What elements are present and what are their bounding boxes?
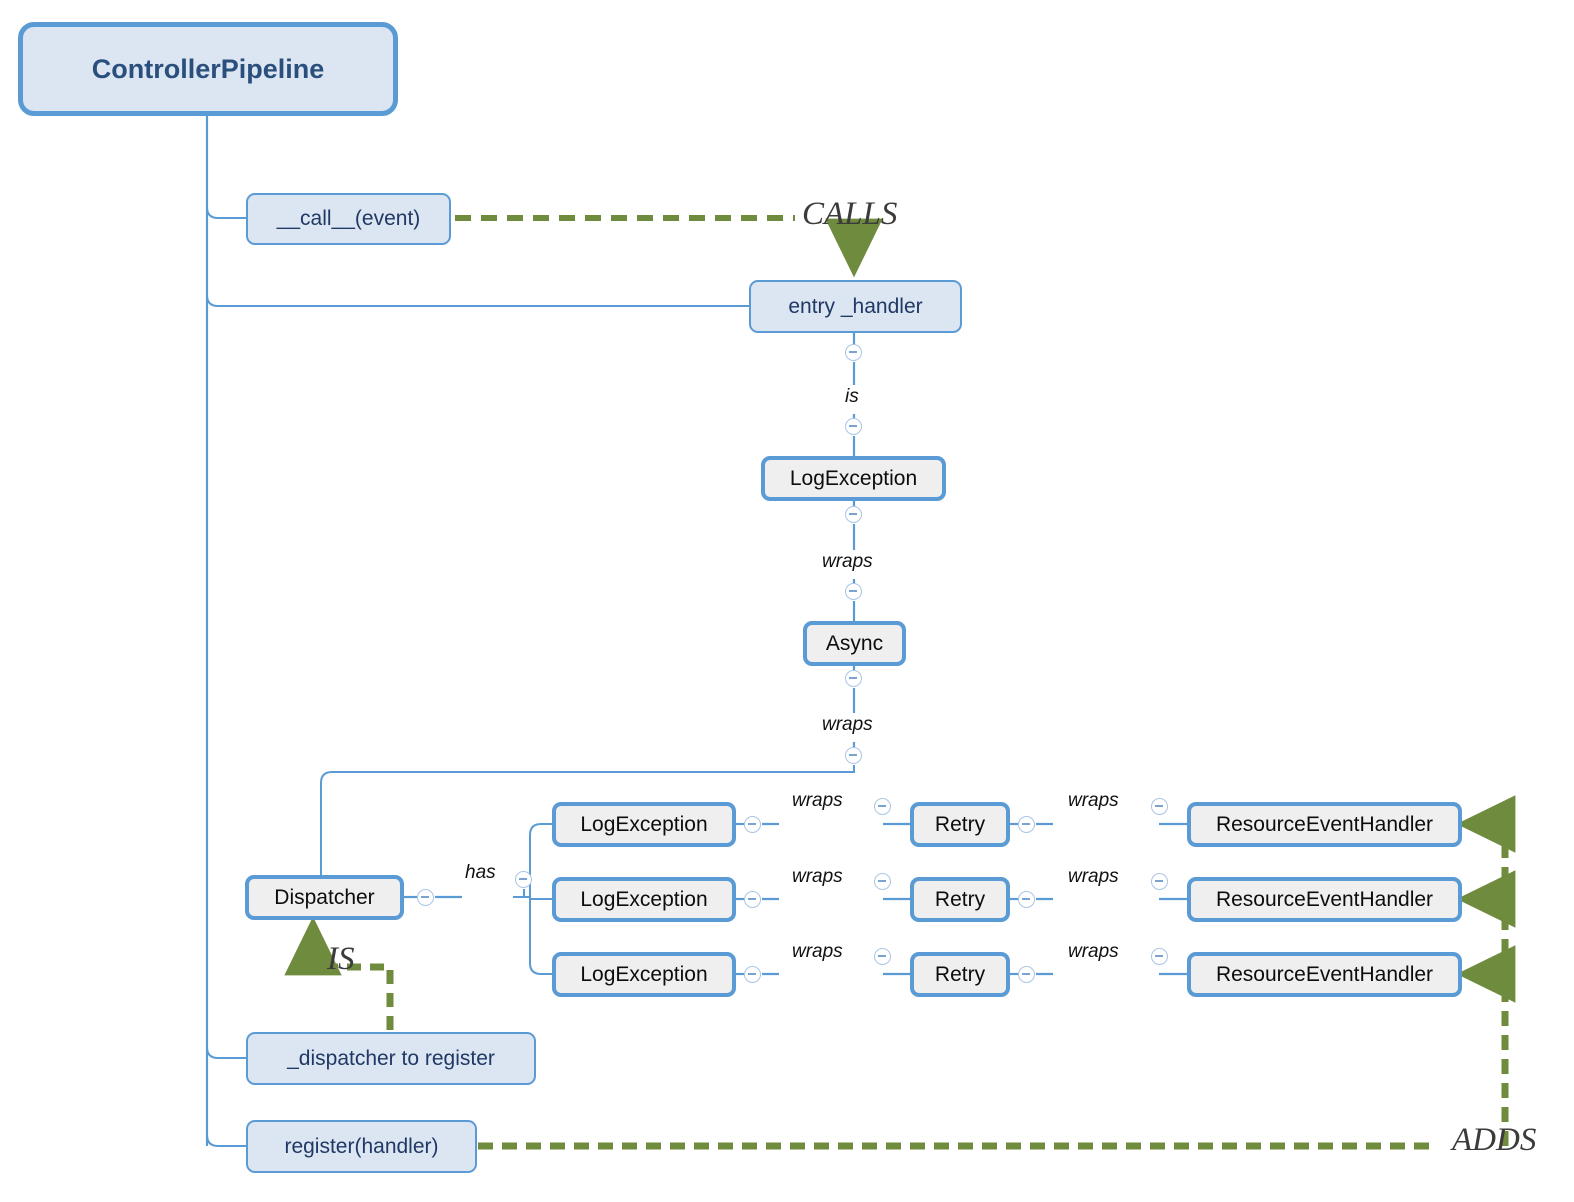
- node-log-exception-row-3[interactable]: LogException: [552, 952, 736, 997]
- minus-circle-icon[interactable]: [845, 670, 862, 687]
- relation-label-adds: ADDS: [1452, 1122, 1536, 1159]
- node-retry-row-2[interactable]: Retry: [910, 877, 1010, 922]
- node-label: Async: [825, 631, 884, 655]
- minus-circle-icon[interactable]: [1018, 816, 1035, 833]
- node-entry-handler[interactable]: entry _handler: [749, 280, 962, 333]
- relation-text: IS: [327, 941, 355, 977]
- relation-label-calls: CALLS: [802, 196, 897, 233]
- node-label: entry _handler: [788, 294, 923, 318]
- minus-circle-icon[interactable]: [515, 871, 532, 888]
- relation-text: CALLS: [802, 196, 898, 232]
- minus-circle-icon[interactable]: [874, 948, 891, 965]
- relation-text: wraps: [792, 941, 843, 962]
- relation-text: wraps: [822, 714, 873, 735]
- node-label: LogException: [580, 812, 708, 836]
- relation-text: is: [845, 386, 859, 407]
- node-label: ControllerPipeline: [91, 53, 325, 84]
- relation-label-is-dispatcher: IS: [327, 941, 355, 978]
- relation-label-wraps-row-2-b: wraps: [1068, 866, 1119, 888]
- relation-text: wraps: [792, 790, 843, 811]
- relation-text: wraps: [792, 866, 843, 887]
- minus-circle-icon[interactable]: [845, 344, 862, 361]
- node-resource-event-handler-row-1[interactable]: ResourceEventHandler: [1187, 802, 1462, 847]
- relation-label-wraps-row-2-a: wraps: [792, 866, 843, 888]
- minus-circle-icon[interactable]: [744, 966, 761, 983]
- node-async[interactable]: Async: [803, 621, 906, 666]
- node-retry-row-3[interactable]: Retry: [910, 952, 1010, 997]
- node-log-exception-row-1[interactable]: LogException: [552, 802, 736, 847]
- node-label: Retry: [934, 812, 986, 836]
- minus-circle-icon[interactable]: [1151, 948, 1168, 965]
- relation-label-wraps-row-1-b: wraps: [1068, 790, 1119, 812]
- node-label: ResourceEventHandler: [1215, 812, 1434, 836]
- minus-circle-icon[interactable]: [1018, 966, 1035, 983]
- relation-label-is-entry: is: [845, 386, 859, 408]
- node-dispatcher[interactable]: Dispatcher: [245, 875, 404, 920]
- minus-circle-icon[interactable]: [417, 889, 434, 906]
- node-label: __call__(event): [276, 207, 421, 230]
- node-label: LogException: [580, 887, 708, 911]
- minus-circle-icon[interactable]: [744, 816, 761, 833]
- node-label: ResourceEventHandler: [1215, 887, 1434, 911]
- node-call-event[interactable]: __call__(event): [246, 193, 451, 245]
- node-label: _dispatcher to register: [287, 1046, 495, 1070]
- node-resource-event-handler-row-2[interactable]: ResourceEventHandler: [1187, 877, 1462, 922]
- relation-text: wraps: [1068, 866, 1119, 887]
- relation-label-wraps-row-3-b: wraps: [1068, 941, 1119, 963]
- node-label: register(handler): [284, 1134, 439, 1158]
- relation-label-wraps-log: wraps: [822, 551, 873, 573]
- minus-circle-icon[interactable]: [845, 506, 862, 523]
- minus-circle-icon[interactable]: [874, 798, 891, 815]
- node-label: LogException: [580, 962, 708, 986]
- minus-circle-icon[interactable]: [1018, 891, 1035, 908]
- relation-label-wraps-async: wraps: [822, 714, 873, 736]
- node-controller-pipeline[interactable]: ControllerPipeline: [18, 22, 398, 116]
- node-label: Dispatcher: [274, 885, 375, 909]
- minus-circle-icon[interactable]: [845, 747, 862, 764]
- node-retry-row-1[interactable]: Retry: [910, 802, 1010, 847]
- node-register-handler[interactable]: register(handler): [246, 1120, 477, 1173]
- relation-text: ADDS: [1452, 1122, 1537, 1158]
- relation-text: wraps: [822, 551, 873, 572]
- relation-label-wraps-row-3-a: wraps: [792, 941, 843, 963]
- minus-circle-icon[interactable]: [1151, 873, 1168, 890]
- node-label: LogException: [789, 466, 918, 490]
- minus-circle-icon[interactable]: [1151, 798, 1168, 815]
- minus-circle-icon[interactable]: [845, 583, 862, 600]
- relation-text: wraps: [1068, 790, 1119, 811]
- node-dispatcher-to-register[interactable]: _dispatcher to register: [246, 1032, 536, 1085]
- relation-label-wraps-row-1-a: wraps: [792, 790, 843, 812]
- relation-text: wraps: [1068, 941, 1119, 962]
- node-log-exception-main[interactable]: LogException: [761, 456, 946, 501]
- node-log-exception-row-2[interactable]: LogException: [552, 877, 736, 922]
- node-label: Retry: [934, 962, 986, 986]
- relation-text: has: [465, 862, 496, 883]
- relation-label-has: has: [465, 862, 496, 884]
- minus-circle-icon[interactable]: [845, 418, 862, 435]
- node-label: ResourceEventHandler: [1215, 962, 1434, 986]
- minus-circle-icon[interactable]: [744, 891, 761, 908]
- minus-circle-icon[interactable]: [874, 873, 891, 890]
- node-resource-event-handler-row-3[interactable]: ResourceEventHandler: [1187, 952, 1462, 997]
- node-label: Retry: [934, 887, 986, 911]
